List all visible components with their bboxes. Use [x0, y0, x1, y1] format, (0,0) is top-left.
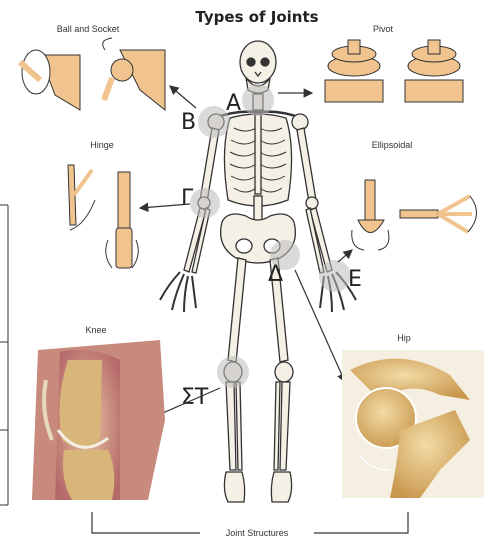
ellipsoidal-illustration — [352, 180, 477, 250]
label-pivot: Pivot — [373, 24, 394, 34]
ball-and-socket-illustration — [20, 38, 165, 110]
footer-label: Joint Structures — [226, 528, 289, 538]
hinge-illustration — [68, 165, 138, 268]
diagram-title: Types of Joints — [195, 8, 318, 26]
highlight-neck — [242, 84, 274, 116]
letter-a: A — [226, 91, 241, 116]
left-frame-lines — [0, 205, 8, 505]
letter-gamma: Γ — [181, 186, 194, 211]
label-ball-and-socket: Ball and Socket — [57, 24, 120, 34]
letter-sigma-t: ΣT — [181, 385, 209, 410]
hip-illustration — [342, 350, 484, 498]
knee-illustration — [32, 340, 165, 500]
highlight-wrist — [319, 260, 351, 292]
letter-b: B — [181, 110, 196, 135]
label-knee: Knee — [85, 325, 106, 335]
label-hinge: Hinge — [90, 140, 114, 150]
highlight-knee — [217, 356, 249, 388]
label-ellipsoidal: Ellipsoidal — [372, 140, 413, 150]
letter-e: E — [348, 267, 362, 292]
label-hip: Hip — [397, 333, 411, 343]
pivot-illustration — [325, 40, 463, 102]
highlight-elbow — [190, 188, 220, 218]
letter-delta: Δ — [268, 262, 283, 287]
